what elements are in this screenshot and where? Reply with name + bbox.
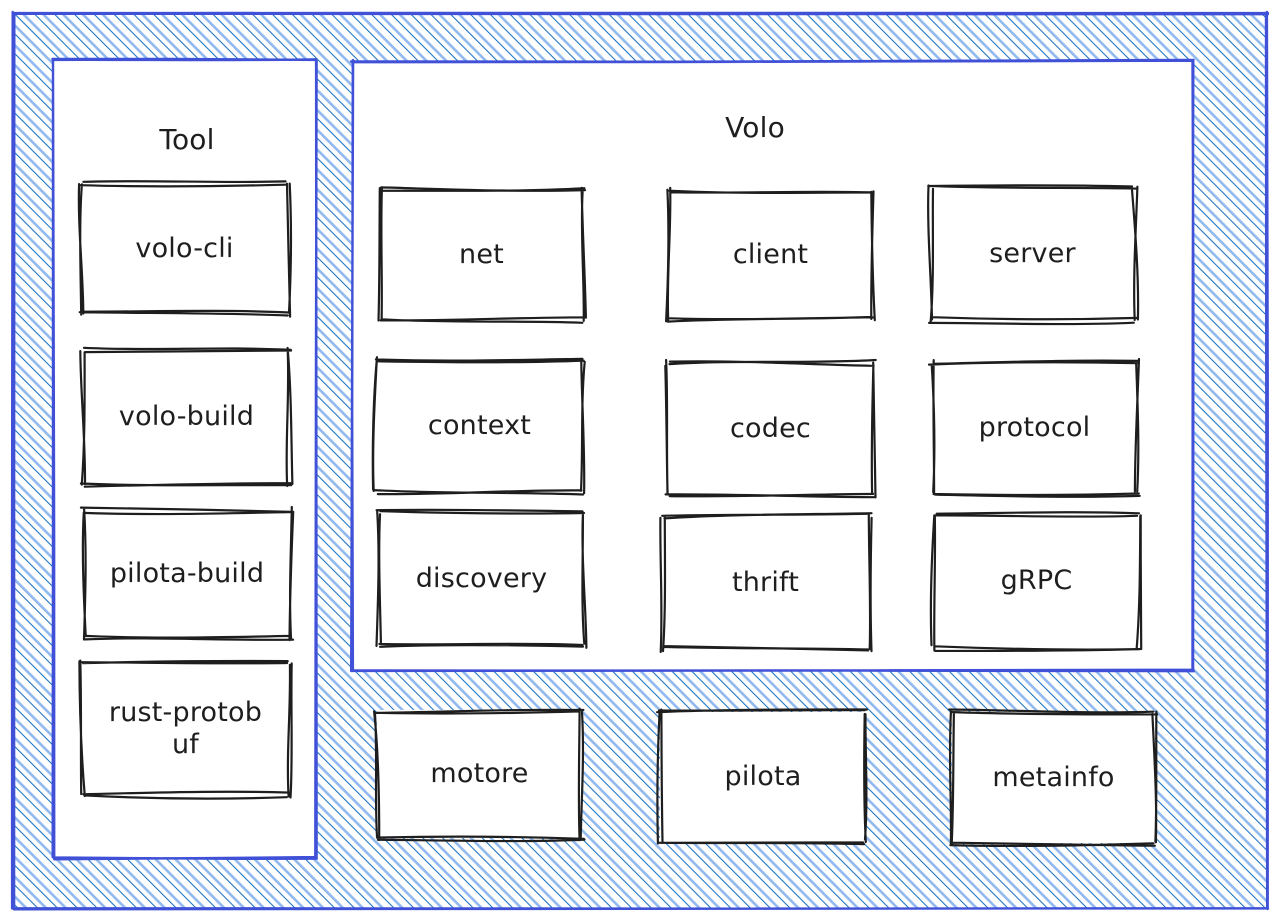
group-outline-layer bbox=[10, 10, 1270, 911]
node-outline-layer bbox=[77, 180, 1159, 848]
